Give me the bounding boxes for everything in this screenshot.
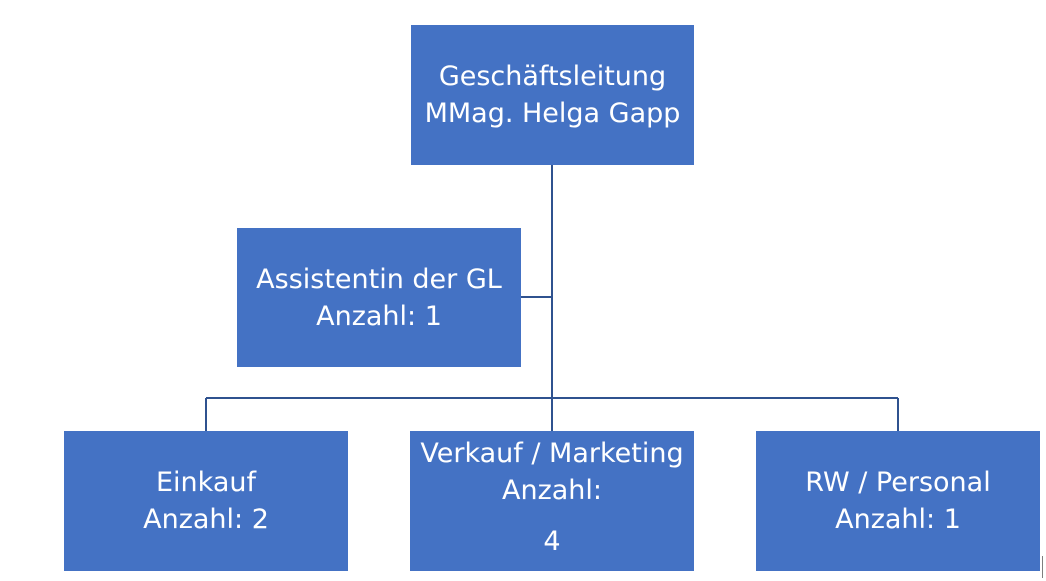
node-verkauf-count-value: 4 bbox=[543, 526, 561, 557]
node-verkauf-marketing: Verkauf / Marketing Anzahl: 4 bbox=[410, 431, 694, 571]
node-assistentin-count: Anzahl: 1 bbox=[316, 300, 442, 332]
node-gl-title: Geschäftsleitung bbox=[438, 61, 667, 92]
node-rw-personal: RW / Personal Anzahl: 1 bbox=[756, 431, 1040, 571]
node-assistentin-title: Assistentin der GL bbox=[256, 263, 502, 295]
node-gl-name: MMag. Helga Gapp bbox=[424, 98, 681, 129]
node-einkauf-title: Einkauf bbox=[156, 467, 256, 498]
node-verkauf-title: Verkauf / Marketing bbox=[420, 438, 684, 469]
node-rw-title: RW / Personal bbox=[805, 467, 991, 498]
node-assistentin: Assistentin der GL Anzahl: 1 bbox=[237, 228, 521, 367]
node-verkauf-count-label: Anzahl: bbox=[501, 475, 602, 506]
edge-divider bbox=[1042, 556, 1043, 578]
node-geschaeftsleitung: Geschäftsleitung MMag. Helga Gapp bbox=[411, 25, 694, 165]
node-einkauf: Einkauf Anzahl: 2 bbox=[64, 431, 348, 571]
node-rw-count: Anzahl: 1 bbox=[835, 504, 961, 535]
node-einkauf-count: Anzahl: 2 bbox=[143, 504, 269, 535]
